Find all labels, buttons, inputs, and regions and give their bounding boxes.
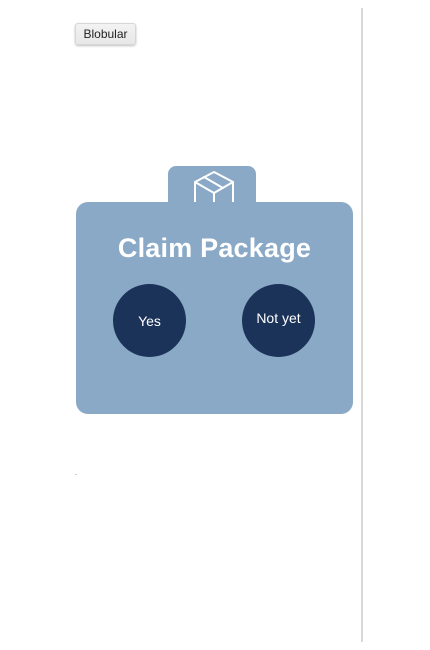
claim-package-card: Claim Package Yes Not yet: [76, 202, 353, 414]
blobular-tag-button[interactable]: Blobular: [75, 23, 136, 45]
yes-button-label: Yes: [138, 312, 161, 329]
small-mark: [75, 474, 77, 475]
not-yet-button[interactable]: Not yet: [242, 284, 315, 357]
card-title: Claim Package: [117, 233, 312, 263]
not-yet-button-label: Not yet: [256, 309, 301, 326]
yes-button[interactable]: Yes: [113, 284, 186, 357]
right-divider: [361, 8, 363, 642]
